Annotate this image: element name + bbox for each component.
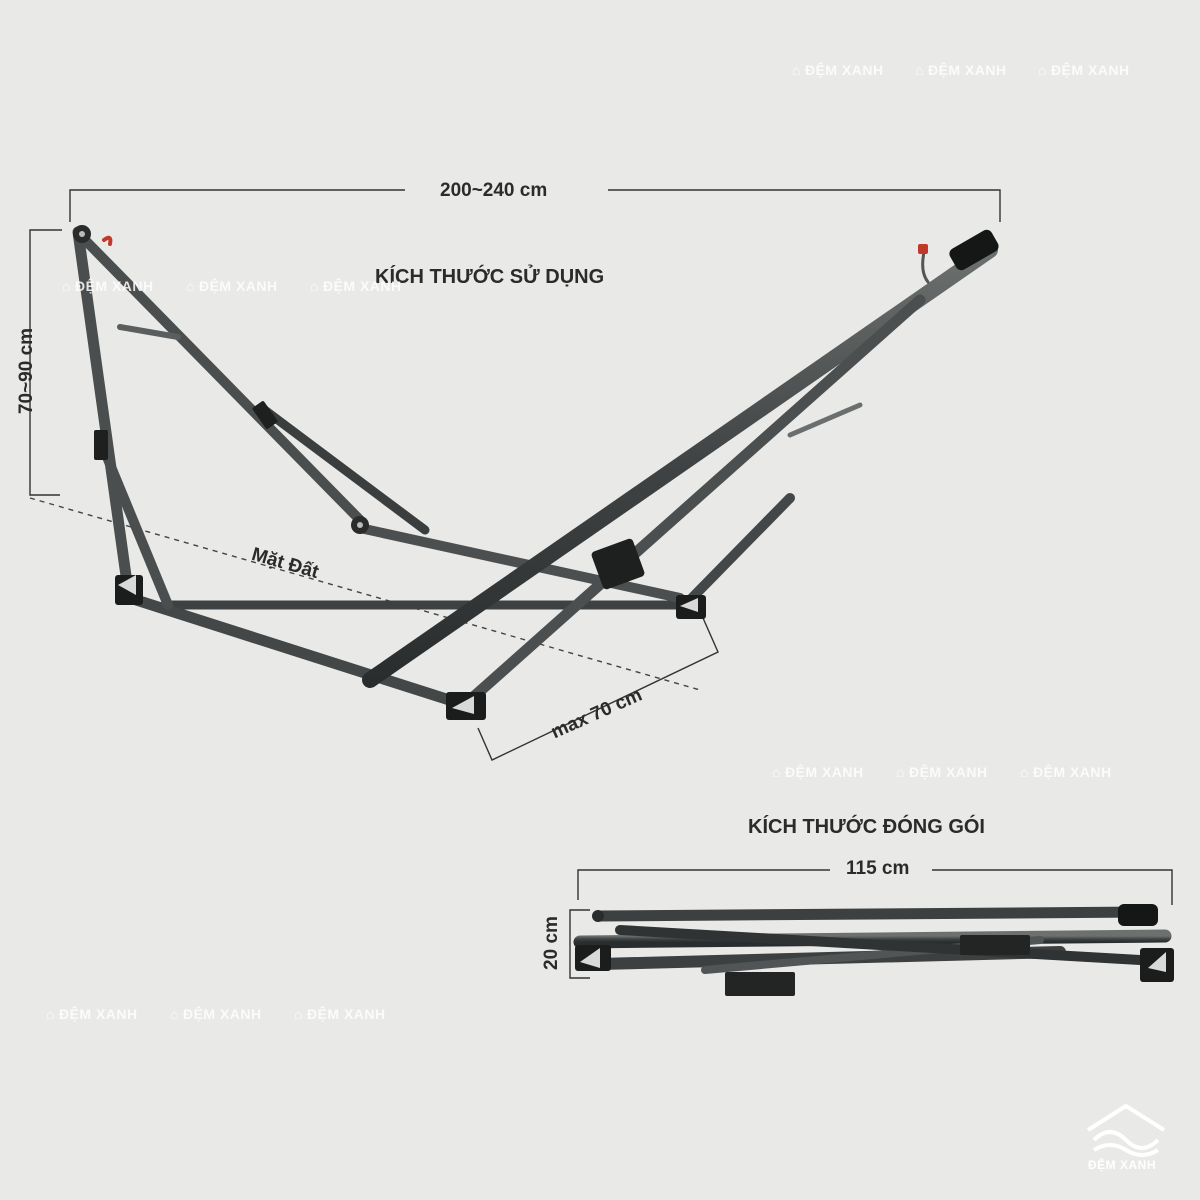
watermark-logo-icon: ⌂ <box>294 1006 303 1022</box>
width-dimension-line-left <box>69 189 405 222</box>
watermark: ⌂ĐỆM XANH <box>46 1006 138 1022</box>
width-label: 200~240 cm <box>440 180 548 201</box>
watermark-logo-icon: ⌂ <box>46 1006 55 1022</box>
watermark-logo-icon: ⌂ <box>915 62 924 78</box>
packed-height-line <box>569 909 590 979</box>
packed-frame <box>573 904 1174 996</box>
brand-logo <box>1086 1104 1166 1157</box>
watermark: ⌂ĐỆM XANH <box>915 62 1007 78</box>
packed-length-line-left <box>577 869 830 900</box>
watermark-logo-icon: ⌂ <box>772 764 781 780</box>
watermark: ⌂ĐỆM XANH <box>792 62 884 78</box>
packed-length-label: 115 cm <box>846 858 910 879</box>
watermark-logo-icon: ⌂ <box>62 278 71 294</box>
watermark: ⌂ĐỆM XANH <box>294 1006 386 1022</box>
packed-dimension-lines <box>569 869 1173 979</box>
watermark: ⌂ĐỆM XANH <box>1020 764 1112 780</box>
watermark-logo-icon: ⌂ <box>310 278 319 294</box>
watermark: ⌂ĐỆM XANH <box>772 764 864 780</box>
watermark-logo-icon: ⌂ <box>1038 62 1047 78</box>
packed-height-label: 20 cm <box>541 916 562 970</box>
depth-dimension-line <box>477 617 719 761</box>
watermark: ⌂ĐỆM XANH <box>1038 62 1130 78</box>
watermark: ⌂ĐỆM XANH <box>896 764 988 780</box>
watermark: ⌂ĐỆM XANH <box>62 278 154 294</box>
assembled-frame <box>72 225 999 720</box>
watermark-logo-icon: ⌂ <box>896 764 905 780</box>
watermark-logo-icon: ⌂ <box>186 278 195 294</box>
dimension-lines <box>29 189 1001 761</box>
watermark: ⌂ĐỆM XANH <box>310 278 402 294</box>
height-label: 70~90 cm <box>16 327 37 415</box>
width-dimension-line-right <box>608 189 1001 222</box>
watermark: ⌂ĐỆM XANH <box>186 278 278 294</box>
height-dimension-line <box>29 229 62 496</box>
watermark-logo-icon: ⌂ <box>1020 764 1029 780</box>
in-use-heading: KÍCH THƯỚC SỬ DỤNG <box>375 266 605 288</box>
ground-dashed-line <box>29 497 701 691</box>
watermark-logo-icon: ⌂ <box>792 62 801 78</box>
watermark: ⌂ĐỆM XANH <box>170 1006 262 1022</box>
packed-length-line-right <box>932 869 1173 905</box>
packed-heading: KÍCH THƯỚC ĐÓNG GÓI <box>748 816 985 838</box>
watermark-logo-icon: ⌂ <box>170 1006 179 1022</box>
brand-logo-text: ĐỆM XANH <box>1088 1158 1157 1172</box>
